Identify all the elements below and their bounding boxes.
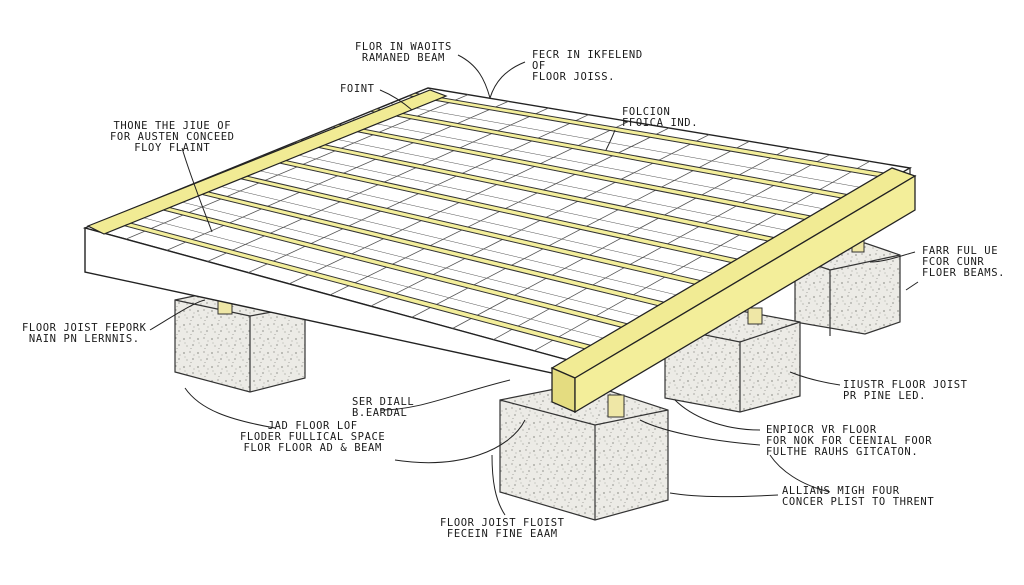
grid-line — [161, 196, 650, 320]
concrete-pier-front — [499, 382, 669, 521]
rim-beam-left — [86, 89, 448, 235]
girder-beam-right — [550, 167, 917, 414]
grid-line — [237, 165, 724, 277]
grid-line — [199, 181, 687, 298]
grid-line — [351, 118, 836, 212]
label-point: FOINT — [340, 83, 375, 95]
grid-line — [389, 103, 873, 190]
grid-line — [123, 212, 613, 341]
grid-line — [275, 149, 762, 255]
grid-line — [313, 134, 799, 233]
floor-joists — [102, 92, 899, 352]
leader-lines — [149, 54, 919, 516]
